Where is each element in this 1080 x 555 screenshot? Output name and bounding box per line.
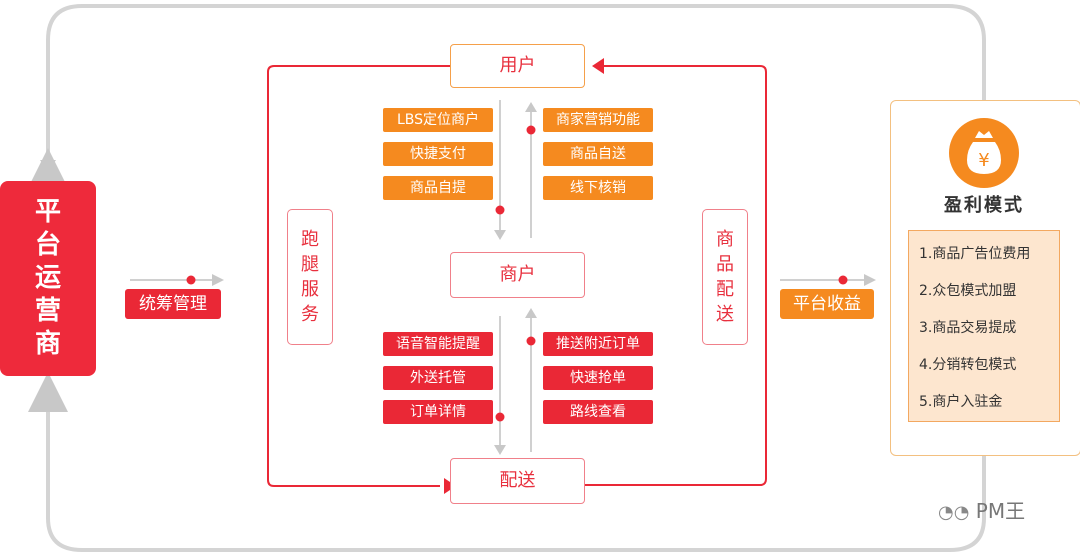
wechat-icon: ◔◔ [938, 502, 970, 523]
platform-operator-box: 平台运营商 [0, 181, 96, 376]
feature-tag: 商品自送 [543, 142, 653, 166]
profit-item: 2.众包模式加盟 [919, 283, 1017, 299]
platform-operator-label: 平台运营商 [34, 197, 61, 359]
feature-tag: 快速抢单 [543, 366, 653, 390]
feature-tag: 商品自提 [383, 176, 493, 200]
coordination-label: 统筹管理 [125, 289, 221, 319]
watermark-text: PM王 [975, 499, 1026, 523]
profit-item: 3.商品交易提成 [919, 320, 1017, 336]
feature-tag: 快捷支付 [383, 142, 493, 166]
profit-items-list: 1.商品广告位费用 2.众包模式加盟 3.商品交易提成 4.分销转包模式 5.商… [908, 230, 1060, 422]
errand-service-box: 跑腿服务 [287, 209, 333, 345]
svg-text:¥: ¥ [978, 150, 989, 171]
platform-revenue-label: 平台收益 [780, 289, 874, 319]
profit-item: 1.商品广告位费用 [919, 246, 1031, 262]
feature-tag: 订单详情 [383, 400, 493, 424]
feature-tag: 商家营销功能 [543, 108, 653, 132]
merchant-node: 商户 [450, 252, 585, 298]
delivery-node: 配送 [450, 458, 585, 504]
feature-tag: 路线查看 [543, 400, 653, 424]
feature-tag: 外送托管 [383, 366, 493, 390]
feature-tag: 推送附近订单 [543, 332, 653, 356]
errand-service-label: 跑腿服务 [301, 229, 319, 325]
profit-item: 4.分销转包模式 [919, 357, 1017, 373]
profit-model-title: 盈利模式 [944, 195, 1024, 216]
goods-delivery-label: 商品配送 [716, 229, 734, 325]
money-bag-icon: ¥ [949, 118, 1019, 188]
feature-tag: 语音智能提醒 [383, 332, 493, 356]
feature-tag: LBS定位商户 [383, 108, 493, 132]
goods-delivery-box: 商品配送 [702, 209, 748, 345]
watermark: ◔◔ PM王 [938, 495, 1025, 524]
feature-tag: 线下核销 [543, 176, 653, 200]
user-node: 用户 [450, 44, 585, 88]
profit-item: 5.商户入驻金 [919, 394, 1003, 410]
